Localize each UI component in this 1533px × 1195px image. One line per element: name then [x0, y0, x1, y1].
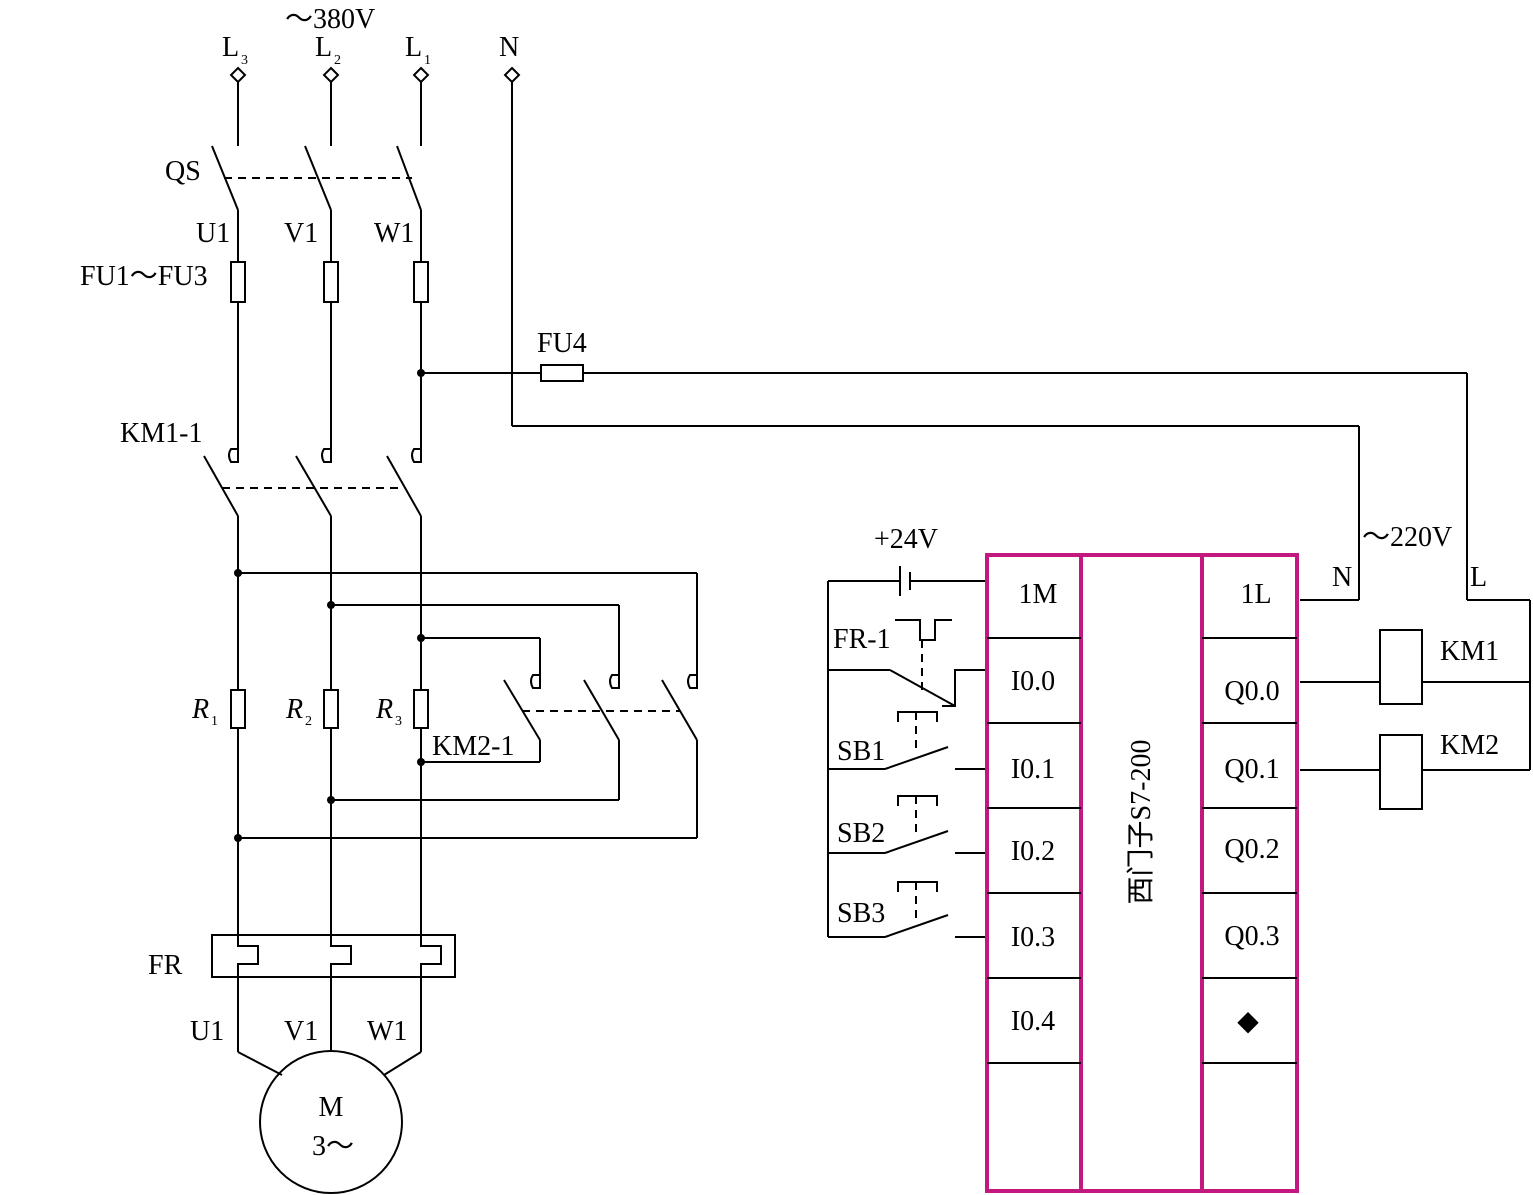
plc-output-1l: 1L [1240, 579, 1271, 610]
plc-input-i0-2: I0.2 [1011, 836, 1055, 867]
l1-terminal [412, 66, 430, 84]
w1-top-label: W1 [374, 218, 414, 249]
u1-bottom-label: U1 [190, 1016, 224, 1047]
qs-label: QS [165, 156, 201, 187]
l3-label: L [222, 32, 239, 63]
w1-bottom-label: W1 [367, 1016, 407, 1047]
plc-input-i0-4: I0.4 [1011, 1006, 1055, 1037]
plc-model-label: 西门子S7-200 [1125, 740, 1157, 905]
plc-input-i0-0: I0.0 [1011, 666, 1055, 697]
plc-output-q0-2: Q0.2 [1224, 834, 1279, 865]
r1-label: R [191, 694, 209, 725]
plc-input-i0-3: I0.3 [1011, 922, 1055, 953]
r3-subscript: 3 [395, 714, 402, 729]
fr-label: FR [148, 950, 183, 981]
km2-coil [1379, 734, 1423, 810]
km2-coil-label: KM2 [1440, 730, 1499, 761]
plc-outline [985, 553, 1299, 1193]
km2-1-label: KM2-1 [432, 731, 514, 762]
motor-phase-label: 3～ [312, 1131, 354, 1162]
plc-input-1m: 1M [1019, 579, 1058, 610]
neutral-label: N [499, 32, 519, 63]
control-supply: FU4 ～220V N L [421, 82, 1531, 770]
motor: U1 V1 W1 M 3～ [190, 1016, 422, 1194]
v24-label: +24V [874, 524, 938, 555]
l1-label: L [405, 32, 422, 63]
input-circuit: +24V FR-1 SB1 SB2 SB3 [827, 524, 987, 938]
sb2-label: SB2 [837, 818, 885, 849]
r3-label: R [375, 694, 393, 725]
sb1-label: SB1 [837, 736, 885, 767]
plc-module: 1M I0.0 I0.1 I0.2 I0.3 I0.4 1L Q0.0 Q0.1… [985, 553, 1299, 1193]
km1-coil [1379, 629, 1423, 705]
neutral-terminal [503, 66, 521, 84]
km1-1-label: KM1-1 [120, 418, 202, 449]
fu1-fu3-label: FU1～FU3 [80, 261, 208, 292]
l-label: L [1470, 562, 1487, 593]
l3-subscript: 3 [241, 53, 248, 68]
km1-coil-label: KM1 [1440, 636, 1499, 667]
supply-voltage-label: ～380V [285, 4, 375, 35]
v1-bottom-label: V1 [284, 1016, 318, 1047]
n-label: N [1332, 562, 1352, 593]
r1-subscript: 1 [211, 714, 218, 729]
fr1-label: FR-1 [833, 624, 891, 655]
l2-terminal [322, 66, 340, 84]
main-fuses: FU1～FU3 [80, 210, 429, 445]
fr-thermal-relay: FR [148, 934, 456, 1052]
motor-circle [259, 1050, 403, 1194]
plc-output-q0-3: Q0.3 [1224, 921, 1279, 952]
output-coils: KM1 KM2 [1300, 629, 1530, 810]
plc-output-q0-1: Q0.1 [1224, 754, 1279, 785]
plc-input-i0-1: I0.1 [1011, 754, 1055, 785]
l2-subscript: 2 [334, 53, 341, 68]
supply-terminals: ～380V L 3 L 2 L 1 N [222, 4, 521, 84]
qs-isolator: QS U1 V1 W1 [165, 82, 422, 249]
motor-label: M [319, 1092, 344, 1123]
plc-output-marker: ◆ [1237, 1006, 1259, 1037]
sb3-label: SB3 [837, 898, 885, 929]
r2-subscript: 2 [305, 714, 312, 729]
r2-label: R [285, 694, 303, 725]
km1-main-contacts: KM1-1 [120, 418, 422, 690]
l1-subscript: 1 [424, 53, 431, 68]
l2-label: L [315, 32, 332, 63]
u1-top-label: U1 [196, 218, 230, 249]
fu4-label: FU4 [537, 328, 587, 359]
l3-terminal [229, 66, 247, 84]
resistor-bank: R 1 R 2 R 3 KM2-1 [191, 569, 698, 935]
v1-top-label: V1 [284, 218, 318, 249]
plc-output-q0-0: Q0.0 [1224, 676, 1279, 707]
v220-label: ～220V [1362, 522, 1452, 553]
